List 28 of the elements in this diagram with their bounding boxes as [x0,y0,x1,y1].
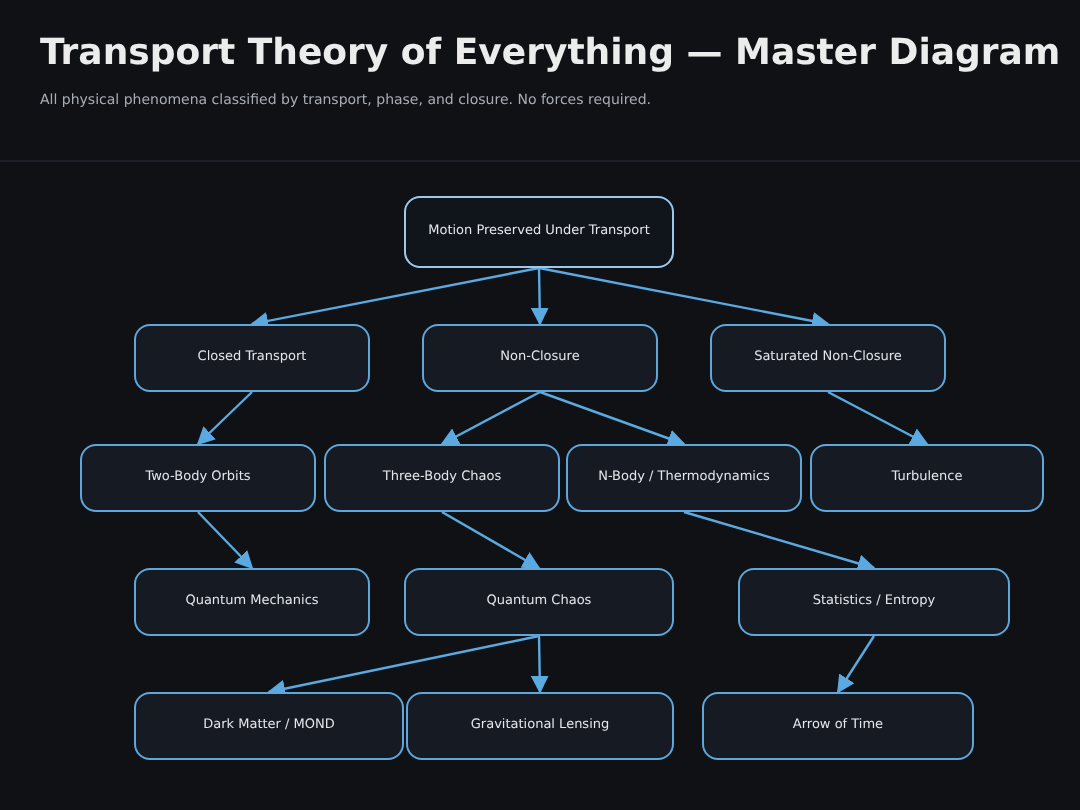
process-box [738,568,1010,636]
process-box [324,444,560,512]
process-box [404,196,674,268]
process-box [566,444,802,512]
process-box [710,324,946,392]
process-box [702,692,974,760]
arrow [196,391,253,446]
arrow [441,510,541,570]
process-box [134,568,370,636]
arrow [539,390,686,447]
arrow [530,635,549,694]
arrow [683,510,876,573]
process-box [404,568,674,636]
arrow [827,390,929,446]
process-box [134,692,404,760]
arrow [440,390,541,446]
process-box [134,324,370,392]
arrow [250,266,540,330]
arrow [197,511,254,570]
arrow [530,267,549,326]
process-box [406,692,674,760]
title: Transport Theory of Everything — Master Diagram [40,32,1061,74]
process-box [810,444,1044,512]
arrow [837,635,875,694]
arrow [267,634,540,698]
arrow [538,266,830,330]
process-box [422,324,658,392]
process-box [80,444,316,512]
